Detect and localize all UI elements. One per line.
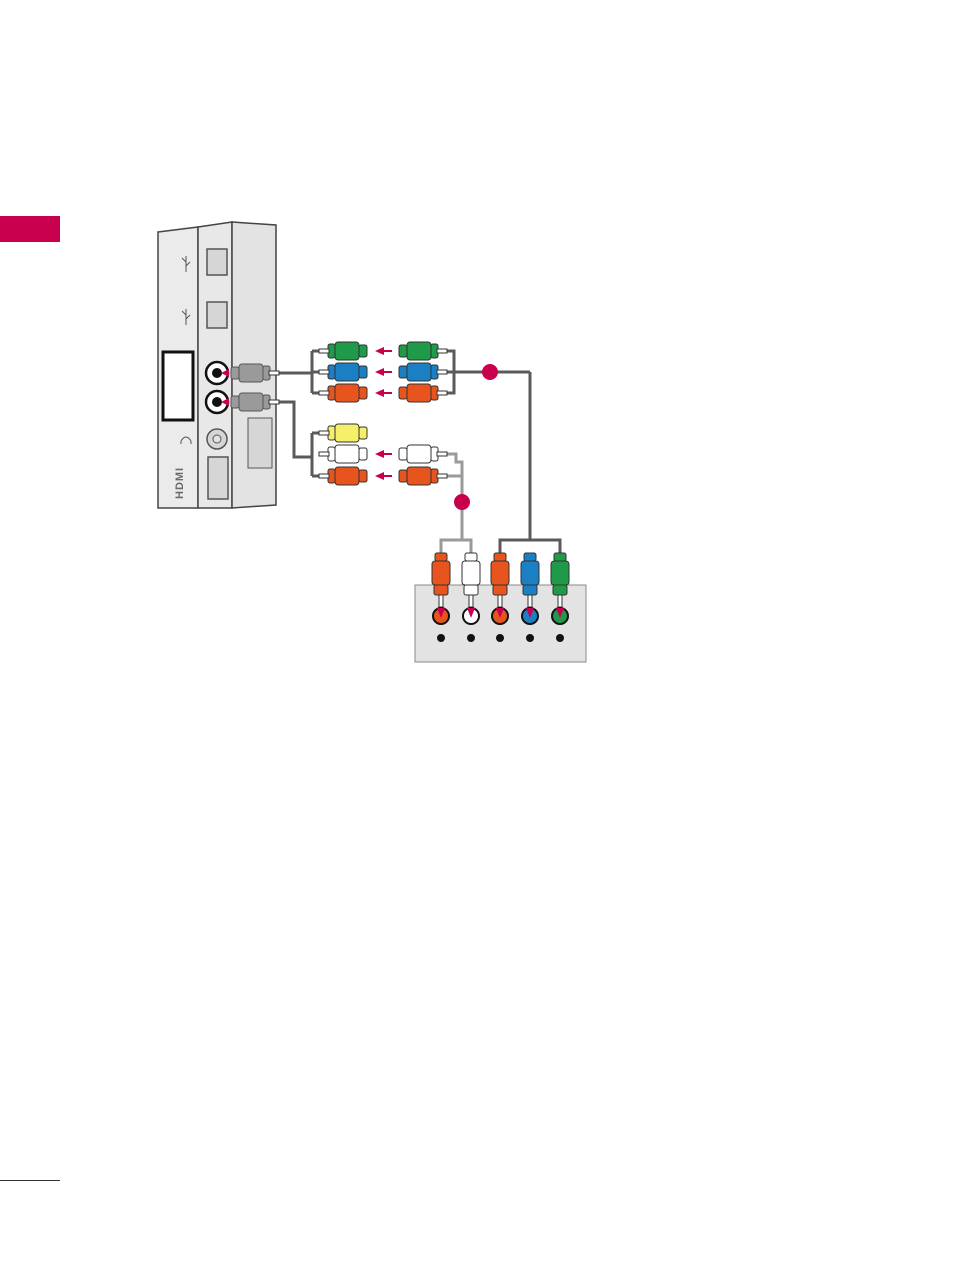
plug-white-left xyxy=(319,445,367,463)
external-device xyxy=(415,553,586,662)
plug-white-right xyxy=(399,445,447,463)
av-cable-tv xyxy=(278,402,312,457)
plug-yellow-left xyxy=(319,424,367,442)
plug-green-right xyxy=(399,342,447,360)
plug-red-audio-right xyxy=(399,467,447,485)
plug-red-audio-left xyxy=(319,467,367,485)
hdmi-port xyxy=(208,457,228,499)
usb-port-1 xyxy=(207,249,227,275)
component-plugs-left xyxy=(319,342,367,402)
arrow-left-icon xyxy=(375,347,392,397)
component-plugs-right xyxy=(399,342,447,402)
section-tab xyxy=(0,216,60,242)
plug-red-right xyxy=(399,384,447,402)
audio-plugs-left xyxy=(319,424,367,485)
plug-blue-right xyxy=(399,363,447,381)
step-marker-icon xyxy=(454,494,470,510)
usb-port-2 xyxy=(207,302,227,328)
step-marker-icon xyxy=(482,364,498,380)
connection-diagram xyxy=(150,215,600,675)
audio-plugs-right xyxy=(399,445,447,485)
plug-red-left xyxy=(319,384,367,402)
plug-green-left xyxy=(319,342,367,360)
plug-blue-left xyxy=(319,363,367,381)
arrow-left-icon xyxy=(375,450,392,480)
footer-rule xyxy=(0,1180,60,1181)
hdmi-label: HDMI xyxy=(173,463,187,503)
card-slot xyxy=(163,352,193,420)
